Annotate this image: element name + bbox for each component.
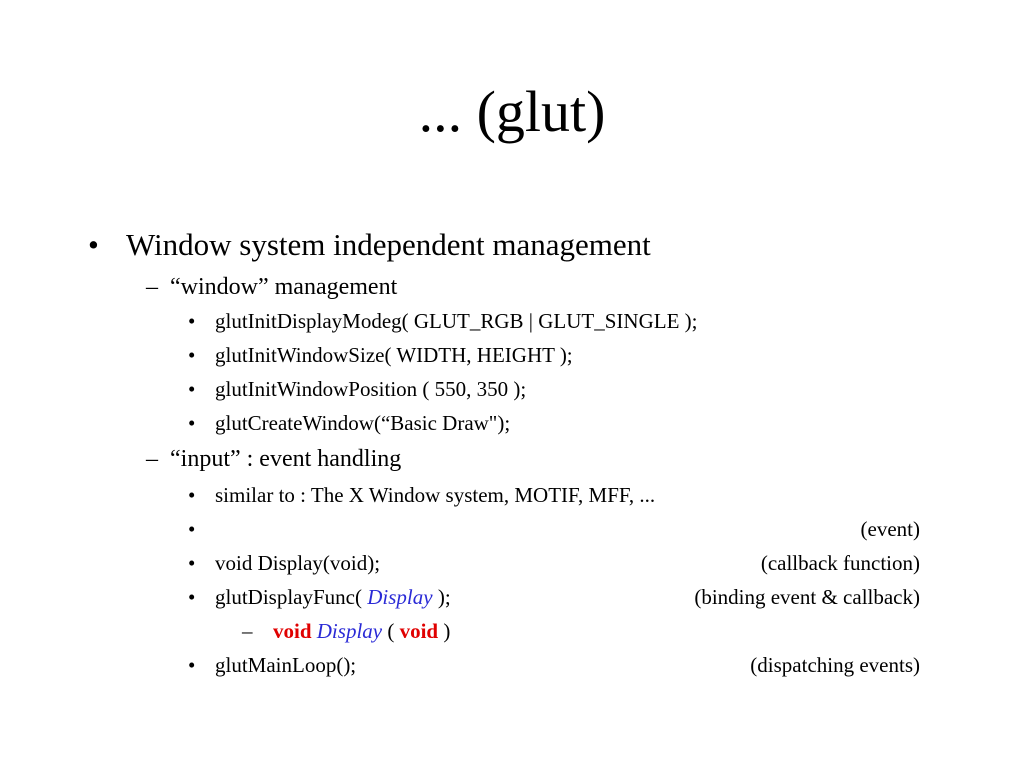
signature-void-return: void: [273, 619, 312, 643]
dash-marker: –: [146, 446, 158, 472]
bullet-marker: •: [188, 483, 196, 507]
bullet-marker: •: [88, 227, 99, 262]
item-text: glutCreateWindow(“Basic Draw");: [215, 411, 511, 435]
display-func-arg: Display: [367, 585, 433, 609]
dispatch-note: (dispatching events): [750, 653, 920, 677]
bullet-marker: •: [188, 309, 196, 333]
signature-open-paren: (: [387, 619, 395, 643]
bullet-marker: •: [188, 377, 196, 401]
bullet-text: Window system independent management: [126, 227, 651, 262]
item-text: glutInitWindowPosition ( 550, 350 );: [215, 377, 527, 401]
callback-note: (callback function): [760, 551, 920, 575]
item-text: void Display(void);: [215, 551, 381, 575]
bullet-marker: •: [188, 653, 196, 677]
event-note: (event): [860, 517, 920, 541]
subbullet-text: “input” : event handling: [170, 446, 402, 472]
signature-text: void Display ( void ): [273, 617, 450, 645]
signature-void-param: void: [399, 619, 439, 643]
item-text: glutDisplayFunc( Display );: [215, 583, 451, 611]
item-text: similar to : The X Window system, MOTIF,…: [215, 483, 656, 507]
signature-display: Display: [316, 619, 383, 643]
dash-marker: –: [242, 619, 253, 643]
bullet-marker: •: [188, 585, 196, 609]
dash-marker: –: [146, 274, 158, 300]
display-func-suffix: );: [437, 585, 451, 609]
item-text: glutInitWindowSize( WIDTH, HEIGHT );: [215, 343, 573, 367]
bullet-marker: •: [188, 343, 196, 367]
display-func-prefix: glutDisplayFunc(: [215, 585, 362, 609]
bullet-marker: •: [188, 517, 196, 541]
bullet-marker: •: [188, 411, 196, 435]
bullet-marker: •: [188, 551, 196, 575]
subbullet-text: “window” management: [170, 274, 398, 300]
slide-title: ... (glut): [418, 79, 606, 144]
item-text: glutInitDisplayModeg( GLUT_RGB | GLUT_SI…: [215, 309, 698, 333]
item-text: glutMainLoop();: [215, 653, 357, 677]
binding-note: (binding event & callback): [694, 585, 920, 609]
signature-close-paren: ): [443, 619, 451, 643]
